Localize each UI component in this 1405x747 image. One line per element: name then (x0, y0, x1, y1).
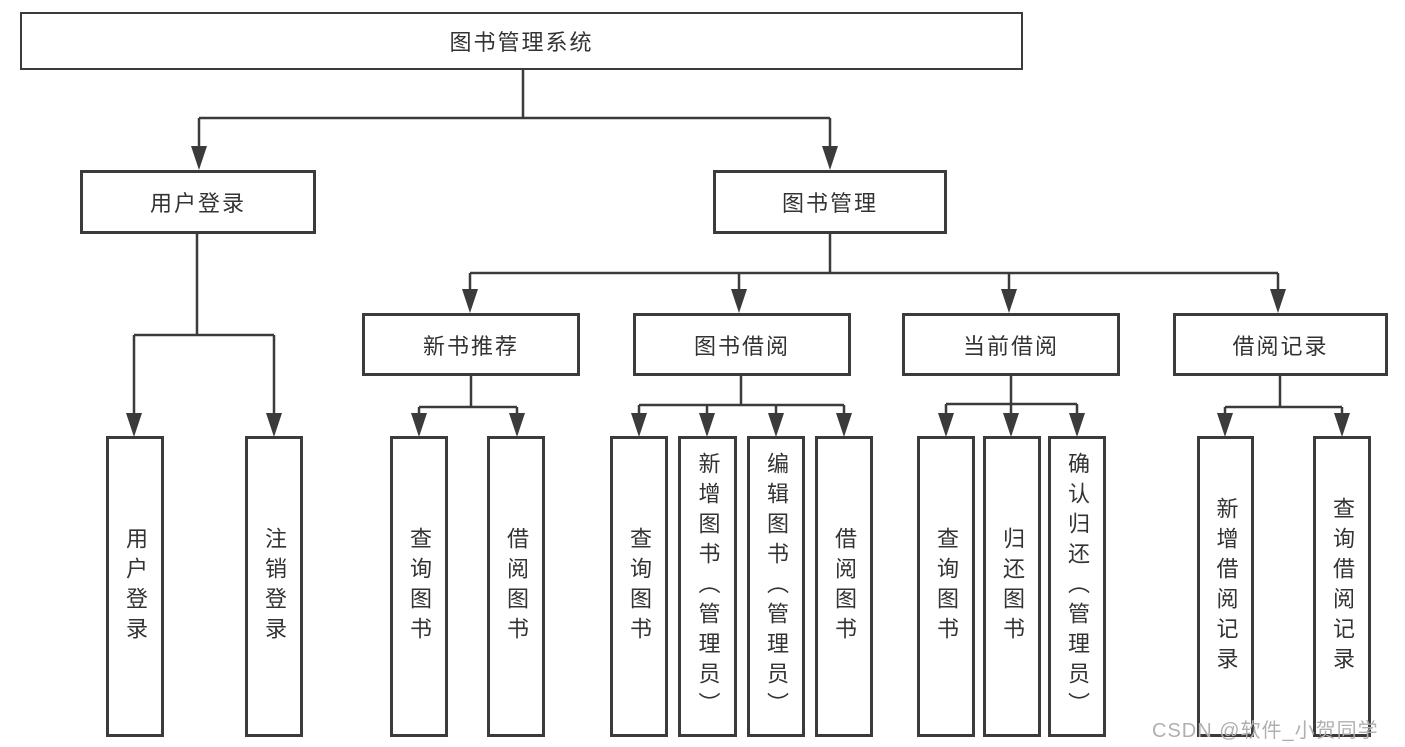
leaf-label: 借阅图书 (832, 526, 857, 647)
arrow-down-icon (1270, 289, 1286, 313)
leaf-label: 新增图书（管理员） (695, 451, 721, 722)
arrow-down-icon (731, 289, 747, 313)
leaf-confirm-return-admin: 确认归还（管理员） (1048, 436, 1106, 737)
arrow-down-icon (462, 289, 478, 313)
arrow-down-icon (836, 413, 852, 437)
leaf-borrow-books-borrowing: 借阅图书 (815, 436, 873, 737)
arrow-down-icon (1003, 413, 1019, 437)
arrow-down-icon (1001, 289, 1017, 313)
leaf-label: 确认归还（管理员） (1065, 451, 1090, 722)
arrow-down-icon (126, 413, 142, 437)
leaf-label: 用户登录 (123, 526, 148, 647)
leaf-label: 新增借阅记录 (1213, 496, 1239, 677)
leaf-add-borrow-record: 新增借阅记录 (1197, 436, 1254, 737)
node-library-management-system: 图书管理系统 (20, 12, 1023, 70)
arrow-down-icon (191, 146, 207, 170)
arrow-down-icon (1217, 413, 1233, 437)
leaf-label: 归还图书 (1000, 526, 1025, 647)
leaf-query-books-recommendation: 查询图书 (390, 436, 448, 737)
leaf-label: 查询图书 (934, 526, 959, 647)
arrow-down-icon (411, 413, 427, 437)
arrow-down-icon (631, 413, 647, 437)
node-current-borrowing: 当前借阅 (902, 313, 1120, 376)
arrow-down-icon (768, 413, 784, 437)
leaf-label: 借阅图书 (504, 526, 529, 647)
node-book-management: 图书管理 (713, 170, 947, 234)
leaf-user-login: 用户登录 (106, 436, 164, 737)
arrow-down-icon (266, 413, 282, 437)
node-book-borrowing: 图书借阅 (633, 313, 851, 376)
arrow-down-icon (938, 413, 954, 437)
arrow-down-icon (699, 413, 715, 437)
node-new-book-recommendation: 新书推荐 (362, 313, 580, 376)
leaf-edit-book-admin: 编辑图书（管理员） (747, 436, 805, 737)
connector-paths (132, 69, 1344, 415)
watermark-text: CSDN @软件_小贺同学 (1152, 720, 1379, 742)
leaf-label: 查询借阅记录 (1330, 496, 1355, 677)
leaf-label: 编辑图书（管理员） (764, 451, 789, 722)
leaf-query-borrow-record: 查询借阅记录 (1313, 436, 1371, 737)
arrow-down-icon (822, 146, 838, 170)
node-borrowing-records: 借阅记录 (1173, 313, 1388, 376)
leaf-return-books: 归还图书 (983, 436, 1041, 737)
arrow-down-icon (509, 413, 525, 437)
leaf-borrow-books-recommendation: 借阅图书 (487, 436, 545, 737)
leaf-label: 查询图书 (407, 526, 432, 647)
leaf-label: 注销登录 (262, 526, 287, 647)
leaf-label: 查询图书 (627, 526, 652, 647)
arrow-down-icon (1334, 413, 1350, 437)
node-user-login: 用户登录 (80, 170, 316, 234)
leaf-logout: 注销登录 (245, 436, 303, 737)
arrowheads (126, 146, 1350, 437)
arrow-down-icon (1069, 413, 1085, 437)
leaf-query-books-borrowing: 查询图书 (610, 436, 668, 737)
leaf-add-book-admin: 新增图书（管理员） (678, 436, 737, 737)
leaf-query-books-current: 查询图书 (917, 436, 975, 737)
